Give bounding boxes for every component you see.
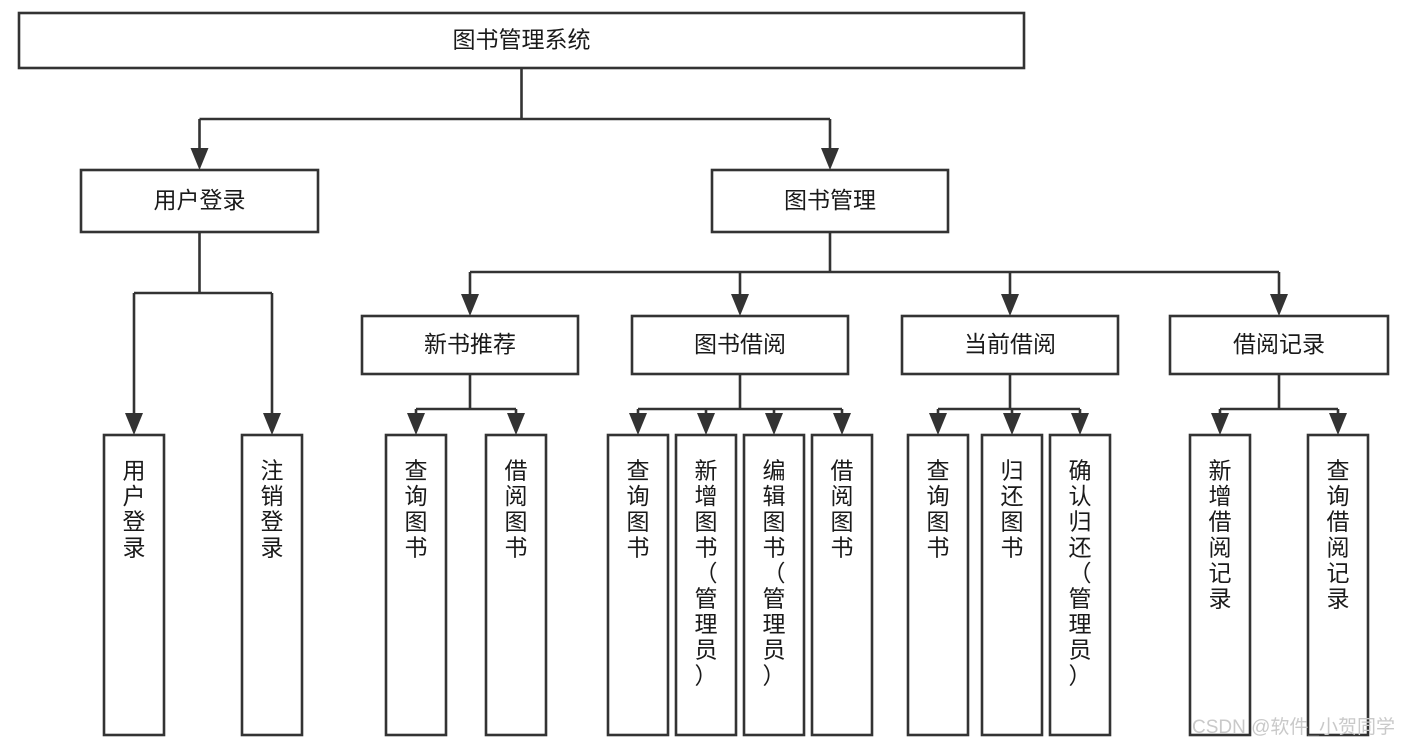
- root-to-l2-arrow-0: [190, 148, 209, 170]
- node-leaf-6[interactable]: 编辑图书（管理员）: [742, 433, 806, 737]
- book-mgmt-to-l3-arrow-2: [1001, 294, 1019, 316]
- node-box[interactable]: [17, 11, 1026, 70]
- node-box[interactable]: [742, 433, 806, 737]
- node-label: 确认归还（管理员）: [1069, 458, 1092, 689]
- user-login-to-leaves-arrow-1: [263, 413, 281, 435]
- node-label: 借阅图书: [505, 458, 528, 561]
- node-leaf-8[interactable]: 查询图书: [906, 433, 970, 737]
- node-leaf-7[interactable]: 借阅图书: [810, 433, 874, 737]
- book-mgmt-to-l3-arrow-3: [1270, 294, 1288, 316]
- l3-2-to-leaves-arrow-0: [929, 413, 947, 435]
- node-box[interactable]: [384, 433, 448, 737]
- node-label: 查询图书: [405, 458, 428, 561]
- node-l3-1[interactable]: 图书借阅: [630, 314, 850, 376]
- node-l2-0[interactable]: 用户登录: [79, 168, 320, 234]
- l3-1-to-leaves-arrow-0: [629, 413, 647, 435]
- node-l3-2[interactable]: 当前借阅: [900, 314, 1120, 376]
- node-leaf-3[interactable]: 借阅图书: [484, 433, 548, 737]
- node-leaf-10[interactable]: 确认归还（管理员）: [1048, 433, 1112, 737]
- node-box[interactable]: [484, 433, 548, 737]
- l3-0-to-leaves-arrow-0: [407, 413, 425, 435]
- node-l3-0[interactable]: 新书推荐: [360, 314, 580, 376]
- node-label: 新增借阅记录: [1209, 458, 1232, 612]
- root-to-l2-arrow-1: [821, 148, 839, 170]
- node-label: 用户登录: [154, 187, 246, 213]
- node-box[interactable]: [674, 433, 738, 737]
- node-label: 用户登录: [123, 458, 146, 561]
- node-box[interactable]: [980, 433, 1044, 737]
- node-label: 图书借阅: [694, 331, 786, 357]
- node-label: 编辑图书（管理员）: [763, 458, 786, 689]
- node-box[interactable]: [1168, 314, 1390, 376]
- l3-0-to-leaves-arrow-1: [507, 413, 525, 435]
- l3-1-to-leaves-arrow-1: [697, 413, 715, 435]
- node-box[interactable]: [240, 433, 304, 737]
- node-box[interactable]: [1188, 433, 1252, 737]
- node-label: 借阅图书: [831, 458, 854, 561]
- node-label: 图书管理: [784, 187, 876, 213]
- node-box[interactable]: [810, 433, 874, 737]
- node-leaf-5[interactable]: 新增图书（管理员）: [674, 433, 738, 737]
- book-mgmt-to-l3-arrow-1: [731, 294, 749, 316]
- node-box[interactable]: [1048, 433, 1112, 737]
- l3-2-to-leaves-arrow-1: [1003, 413, 1021, 435]
- node-label: 查询图书: [927, 458, 950, 561]
- node-leaf-1[interactable]: 注销登录: [240, 433, 304, 737]
- l3-1-to-leaves-arrow-2: [765, 413, 783, 435]
- node-root-0[interactable]: 图书管理系统: [17, 11, 1026, 70]
- connector-layer: [125, 68, 1347, 435]
- node-box[interactable]: [1306, 433, 1370, 737]
- csdn-watermark: CSDN @软件_小贺同学: [1192, 716, 1395, 738]
- l3-1-to-leaves-arrow-3: [833, 413, 851, 435]
- l3-3-to-leaves-arrow-1: [1329, 413, 1347, 435]
- node-l3-3[interactable]: 借阅记录: [1168, 314, 1390, 376]
- node-leaf-0[interactable]: 用户登录: [102, 433, 166, 737]
- node-label: 新书推荐: [424, 331, 516, 357]
- node-box[interactable]: [900, 314, 1120, 376]
- node-label: 图书管理系统: [453, 27, 591, 53]
- node-l2-1[interactable]: 图书管理: [710, 168, 950, 234]
- node-label: 查询图书: [627, 458, 650, 561]
- node-leaf-9[interactable]: 归还图书: [980, 433, 1044, 737]
- node-label: 查询借阅记录: [1327, 458, 1350, 612]
- node-box[interactable]: [79, 168, 320, 234]
- node-label: 归还图书: [1001, 458, 1024, 561]
- node-leaf-2[interactable]: 查询图书: [384, 433, 448, 737]
- node-layer: 图书管理系统用户登录图书管理新书推荐图书借阅当前借阅借阅记录用户登录注销登录查询…: [17, 11, 1390, 737]
- node-box[interactable]: [102, 433, 166, 737]
- node-label: 新增图书（管理员）: [695, 458, 718, 689]
- node-label: 借阅记录: [1233, 331, 1325, 357]
- node-label: 注销登录: [261, 458, 284, 561]
- l3-2-to-leaves-arrow-2: [1071, 413, 1089, 435]
- node-box[interactable]: [710, 168, 950, 234]
- book-mgmt-to-l3-arrow-0: [461, 294, 479, 316]
- node-box[interactable]: [906, 433, 970, 737]
- node-leaf-12[interactable]: 查询借阅记录: [1306, 433, 1370, 737]
- node-label: 当前借阅: [964, 331, 1056, 357]
- node-box[interactable]: [360, 314, 580, 376]
- user-login-to-leaves-arrow-0: [125, 413, 143, 435]
- node-box[interactable]: [630, 314, 850, 376]
- node-leaf-11[interactable]: 新增借阅记录: [1188, 433, 1252, 737]
- node-box[interactable]: [606, 433, 670, 737]
- l3-3-to-leaves-arrow-0: [1211, 413, 1229, 435]
- node-leaf-4[interactable]: 查询图书: [606, 433, 670, 737]
